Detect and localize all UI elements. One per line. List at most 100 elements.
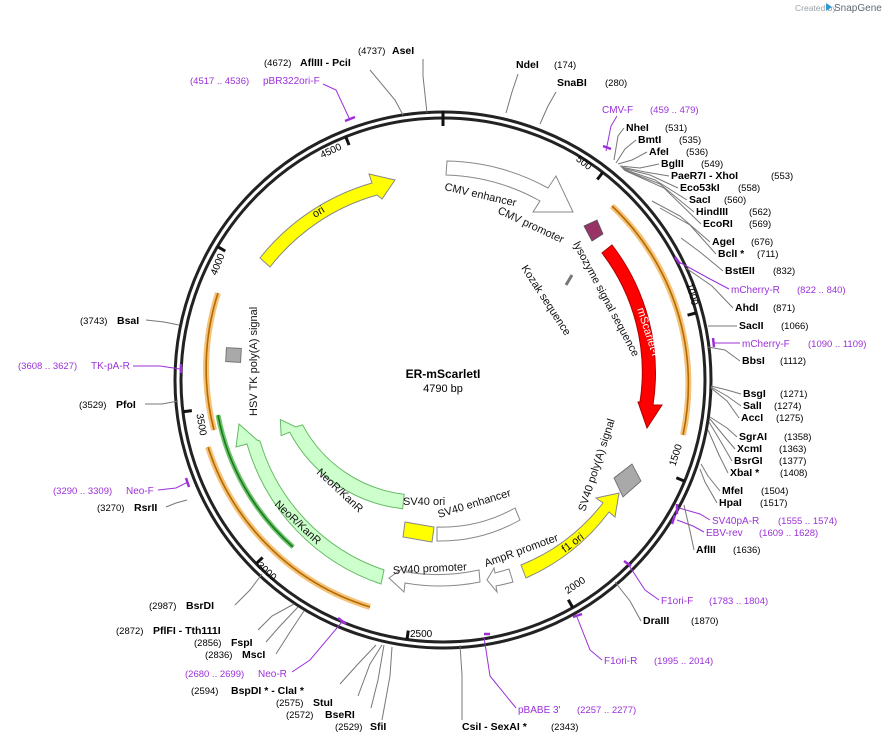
site-coord: (871)	[773, 303, 795, 314]
site-label: Eco53kI	[680, 182, 720, 194]
site-coord: (558)	[738, 183, 760, 194]
site-coord: (560)	[724, 195, 746, 206]
site-coord: (174)	[554, 60, 576, 71]
site-coord: (535)	[679, 135, 701, 146]
site-label: SacI	[689, 194, 711, 206]
site-coord: (280)	[605, 78, 627, 89]
site-label: PflFI - Tth111I	[153, 625, 221, 637]
site-coord: (1363)	[779, 444, 806, 455]
site-coord: (1274)	[774, 401, 801, 412]
site-coord: (2872)	[116, 626, 143, 637]
primer-label: F1ori-F	[661, 596, 693, 607]
site-label: DraIII	[643, 615, 669, 627]
site-label: AflII	[696, 544, 716, 556]
primer-label: SV40pA-R	[712, 516, 759, 527]
plasmid-size: 4790 bp	[423, 383, 463, 395]
site-coord: (2594)	[191, 686, 218, 697]
ori-label: ori	[310, 204, 327, 221]
neor-kanr-outer-label: NeoR/KanR	[272, 498, 323, 547]
tick-label: 1500	[668, 443, 685, 468]
site-coord: (1408)	[780, 468, 807, 479]
site-coord: (1275)	[776, 413, 803, 424]
primer-range: (1995 .. 2014)	[654, 656, 713, 667]
site-coord: (1636)	[733, 545, 760, 556]
site-label: MfeI	[722, 485, 743, 497]
site-coord: (569)	[749, 219, 771, 230]
site-coord: (2575)	[276, 698, 303, 709]
hsv-tk-polya-block	[225, 347, 242, 363]
f1-ori-arrow	[520, 492, 620, 579]
site-label: MscI	[242, 649, 265, 661]
site-label: BclI *	[718, 248, 745, 260]
site-label: BsrGI	[734, 455, 763, 467]
mscarlet-i-arrow	[601, 244, 663, 430]
primer-label: pBR322ori-F	[263, 76, 320, 87]
site-coord: (1112)	[780, 356, 806, 367]
site-label: NdeI	[516, 59, 539, 71]
site-coord: (3529)	[79, 400, 106, 411]
orf-track-right	[611, 205, 690, 436]
site-coord: (1377)	[779, 456, 806, 467]
site-coord: (4672)	[264, 58, 291, 69]
tick-mark	[405, 630, 410, 640]
site-coord: (562)	[749, 207, 771, 218]
site-label: BsaI	[117, 315, 139, 327]
primer-label: mCherry-F	[742, 339, 790, 350]
orf-track-bottom	[207, 446, 371, 608]
site-label: AseI	[392, 45, 414, 57]
tick-label: 1000	[683, 282, 699, 307]
site-coord: (832)	[773, 266, 795, 277]
created-by-text: Created by	[795, 3, 837, 13]
site-coord: (1517)	[760, 498, 787, 509]
sv40-promoter-label: SV40 promoter	[393, 561, 468, 577]
site-coord: (676)	[751, 237, 773, 248]
kozak-sequence-mark	[564, 274, 574, 286]
cmv-enhancer-arrow	[445, 160, 574, 213]
primer-label: Neo-F	[126, 486, 154, 497]
primer-range: (4517 .. 4536)	[190, 76, 249, 87]
primer-range: (3290 .. 3309)	[53, 486, 112, 497]
site-label: BsgI	[743, 388, 766, 400]
neor-kanr-inner-arrow	[279, 418, 405, 510]
primer-range: (1555 .. 1574)	[778, 516, 837, 527]
site-label: SacII	[739, 320, 764, 332]
primer-range: (459 .. 479)	[650, 105, 699, 116]
sv40-enhancer-block	[436, 507, 521, 542]
site-leaders	[145, 59, 742, 721]
site-label: PfoI	[116, 399, 136, 411]
primer-range: (2680 .. 2699)	[185, 669, 244, 680]
site-coord: (2987)	[149, 601, 176, 612]
site-label: AccI	[741, 412, 763, 424]
site-label: BsrDI	[186, 600, 214, 612]
site-label: AflIII - PciI	[300, 57, 351, 69]
site-coord: (3270)	[97, 503, 124, 514]
site-label: BglII	[661, 158, 684, 170]
plasmid-name: ER-mScarletI	[406, 367, 481, 381]
site-coord: (553)	[771, 171, 793, 182]
site-label: BstEII	[725, 265, 755, 277]
site-label: EcoRI	[703, 218, 733, 230]
site-coord: (536)	[686, 147, 708, 158]
neor-kanr-outer-arrow	[235, 422, 385, 585]
sv40-ori-label: SV40 ori	[403, 496, 445, 508]
hsv-tk-polya-label: HSV TK poly(A) signal	[248, 307, 260, 416]
tick-marks	[182, 136, 697, 640]
ori-arrow	[259, 173, 396, 268]
site-label: SgrAI	[739, 431, 767, 443]
primer-range: (1609 .. 1628)	[759, 528, 818, 539]
site-labels: (4737) AseI (4672) AflIII - PciI NdeI (1…	[79, 45, 811, 733]
primer-label: TK-pA-R	[91, 361, 130, 372]
primer-range: (1783 .. 1804)	[709, 596, 768, 607]
primer-range: (1090 .. 1109)	[808, 339, 866, 350]
site-coord: (711)	[757, 249, 778, 260]
site-label: XcmI	[737, 443, 762, 455]
tick-label: 4500	[319, 142, 344, 162]
sv40-ori-block	[402, 521, 435, 543]
site-label: PaeR7I - XhoI	[671, 170, 738, 182]
snapgene-brand: SnapGene	[834, 3, 882, 14]
site-label: AgeI	[712, 236, 735, 248]
site-label: XbaI *	[730, 467, 760, 479]
site-coord: (1504)	[761, 486, 788, 497]
ampr-promoter-arrow	[486, 566, 514, 594]
